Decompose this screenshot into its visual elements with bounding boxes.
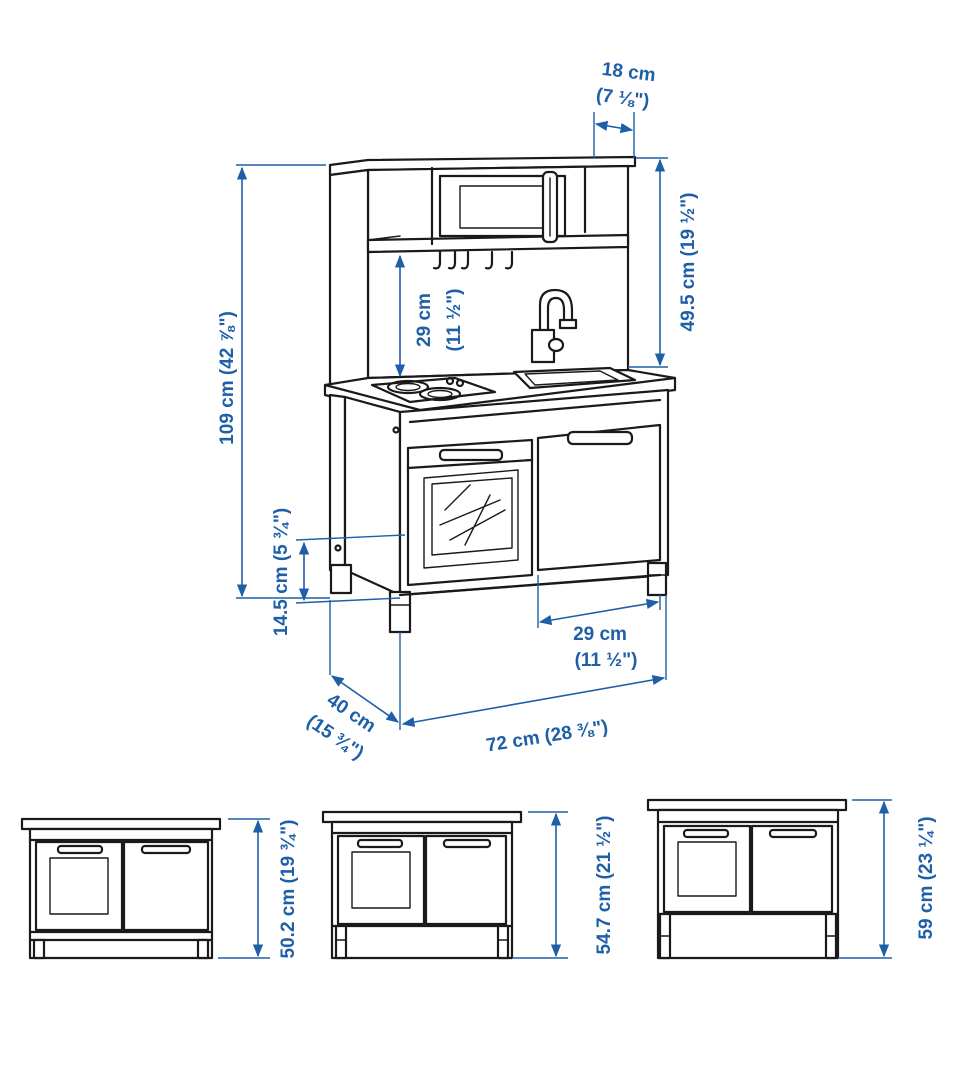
depth-top-metric: 18 cm xyxy=(601,59,657,86)
total-height-label: 109 cm (42 ⅞") xyxy=(217,311,238,445)
counter-low-label: 50.2 cm (19 ¾") xyxy=(278,820,299,959)
depth-top-imperial: (7 ⅛") xyxy=(595,85,651,112)
counter-high-label: 59 cm (23 ¼") xyxy=(916,816,937,939)
leg-height-label: 14.5 cm (5 ¾") xyxy=(271,508,292,636)
door-width-metric: 29 cm xyxy=(573,624,627,645)
width-label: 72 cm (28 ⅜") xyxy=(485,717,610,757)
door-width-imperial: (11 ½") xyxy=(575,650,638,671)
counter-mid-label: 54.7 cm (21 ½") xyxy=(594,816,615,955)
shelf-gap-metric: 29 cm xyxy=(414,293,435,347)
counter-height-view-high: 59 cm (23 ¼") xyxy=(646,798,937,960)
upper-height-label: 49.5 cm (19 ½") xyxy=(678,193,699,332)
play-kitchen-drawing xyxy=(323,155,677,634)
counter-height-view-mid: 54.7 cm (21 ½") xyxy=(321,810,615,960)
shelf-gap-imperial: (11 ½") xyxy=(444,289,465,352)
dimension-lines xyxy=(236,112,668,730)
counter-height-view-low: 50.2 cm (19 ¾") xyxy=(20,817,299,960)
